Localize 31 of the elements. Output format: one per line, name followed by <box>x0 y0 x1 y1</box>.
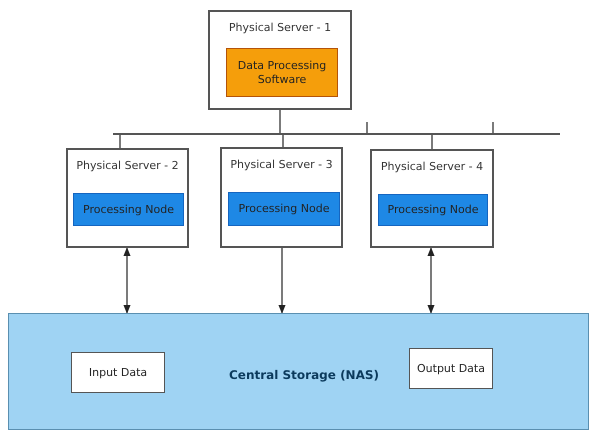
connector-line <box>431 135 433 149</box>
node-label: Input Data <box>88 366 148 380</box>
server-box <box>220 147 343 248</box>
processing-node-box <box>73 193 184 226</box>
node-label: Data Processing Software <box>236 58 328 86</box>
connector-line <box>279 110 281 133</box>
storage-band <box>8 313 589 430</box>
node-label: Processing Node <box>83 202 174 216</box>
node-title: Physical Server - 1 <box>228 20 332 36</box>
arrow <box>278 248 286 314</box>
connector-line <box>119 135 121 148</box>
connector-line <box>366 122 368 133</box>
node-label: Processing Node <box>388 203 478 217</box>
processing-node-box <box>378 194 488 226</box>
software-box <box>226 48 338 97</box>
server-box <box>66 148 189 248</box>
node-label: Output Data <box>417 362 485 376</box>
processing-node-box <box>228 192 340 226</box>
node-label: Processing Node <box>238 202 330 216</box>
server-box <box>370 149 494 248</box>
node-title: Physical Server - 2 <box>76 158 179 174</box>
node-title: Physical Server - 3 <box>230 157 333 173</box>
arrow <box>123 247 131 314</box>
connector-line <box>282 135 284 147</box>
data-box <box>71 352 165 393</box>
node-title: Physical Server - 4 <box>380 159 484 175</box>
connector-line <box>492 122 494 133</box>
data-box <box>409 348 493 389</box>
node-title: Central Storage (NAS) <box>229 367 380 384</box>
arrow <box>427 247 435 314</box>
server-box <box>208 10 352 110</box>
